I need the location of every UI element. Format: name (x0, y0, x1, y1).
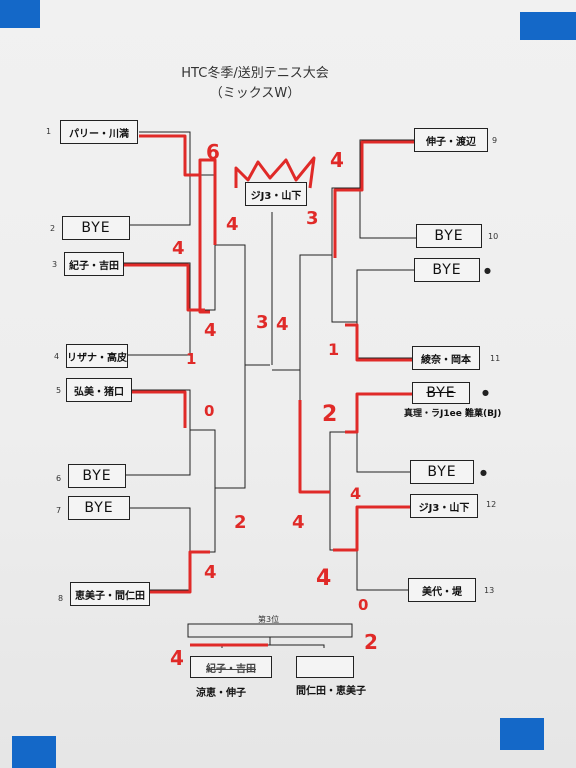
pen-r-5 (298, 400, 330, 494)
score-l-r1-a: 4 (172, 238, 185, 259)
third-place-right-written: 間仁田・恵美子 (296, 686, 366, 697)
seed-13: 13 (484, 586, 495, 595)
score-r-r1-a: 4 (330, 148, 344, 172)
third-place-right-box (296, 656, 354, 678)
team-box-15: ジJ3・山下 (410, 494, 478, 518)
dot-mark: ● (482, 388, 489, 397)
line-l-r1-a (130, 131, 191, 226)
seed-10: 10 (488, 232, 499, 241)
score-r-sf-b: 4 (292, 512, 305, 533)
score-l-r1-c: 4 (204, 562, 217, 583)
seed-5: 5 (56, 386, 62, 395)
line-r-r1-a (359, 139, 416, 239)
score-r-r1-d: 4 (350, 484, 362, 503)
score-r-sf-c: 4 (316, 566, 332, 591)
team-box-16: 美代・堤 (408, 578, 476, 602)
substitute-note: 真理・ラJ1ee 難菓(BJ) (404, 409, 502, 419)
team-box-5: 弘美・猪口 (66, 378, 132, 402)
line-l-r2-b (190, 429, 216, 553)
team-box-11: BYE (414, 258, 480, 282)
team-box-3: 紀子・吉田 (64, 252, 124, 276)
score-l-sf-a: 3 (256, 312, 269, 333)
score-l-final: 6 (206, 140, 220, 164)
score-r-r1-c: 2 (322, 402, 338, 427)
team-box-13: BYE (412, 382, 470, 404)
pen-l-2 (124, 263, 205, 312)
team-box-9: 伸子・渡辺 (414, 128, 488, 152)
pen-l-5 (198, 158, 217, 245)
third-place-right-score: 2 (364, 630, 378, 654)
team-box-6: BYE (68, 464, 126, 488)
seed-6: 6 (56, 474, 62, 483)
pen-r-4 (333, 505, 410, 552)
line-r-r1-d (356, 505, 410, 591)
score-l-r2-d: 4 (204, 320, 217, 341)
red-pen-lines (124, 134, 414, 647)
score-r-r1-e: 0 (358, 596, 369, 614)
third-place-left-box: 紀子・吉田 (190, 656, 272, 678)
tournament-title: HTC冬季/送別テニス大会 (181, 66, 329, 81)
line-l-sf (215, 244, 246, 489)
team-box-7: BYE (68, 496, 130, 520)
dot-mark: ● (480, 468, 487, 477)
pen-r-2 (345, 323, 412, 362)
score-l-r2-a: 4 (226, 214, 239, 235)
tape-top-right (520, 12, 576, 40)
line-l-r1-c (126, 389, 191, 476)
score-r-sf-a: 3 (306, 208, 319, 229)
team-box-4: リザナ・高皮 (66, 344, 128, 368)
pen-l-3 (132, 390, 187, 428)
score-l-sf-b: 4 (276, 314, 289, 335)
third-place-left-score: 4 (170, 646, 184, 670)
line-l-r1-b (124, 262, 191, 356)
seed-1: 1 (46, 127, 52, 136)
seed-7: 7 (56, 506, 62, 515)
score-l-r2-c: 2 (234, 512, 247, 533)
pen-l-4 (130, 550, 210, 594)
champion-box: ジJ3・山下 (245, 182, 307, 206)
printed-lines (124, 131, 416, 648)
seed-8: 8 (58, 594, 64, 603)
tape-top-left (0, 0, 40, 28)
seed-4: 4 (54, 352, 60, 361)
team-box-12: 綾奈・岡本 (412, 346, 480, 370)
dot-mark: ● (484, 266, 491, 275)
team-box-14: BYE (410, 460, 474, 484)
score-l-r1-b: 0 (204, 402, 215, 420)
team-box-8: 恵美子・間仁田 (70, 582, 150, 606)
tournament-subtitle: （ミックスW） (209, 86, 301, 101)
seed-3: 3 (52, 260, 58, 269)
pen-crown (234, 156, 316, 189)
team-box-1: パリー・川満 (60, 120, 138, 144)
team-box-2: BYE (62, 216, 130, 240)
third-place-label: 第3位 (258, 615, 280, 624)
score-l-r2-b: 1 (186, 350, 197, 368)
team-box-10: BYE (416, 224, 482, 248)
line-l-r1-d (126, 507, 191, 591)
third-place-bar (187, 623, 353, 638)
line-l-r2-a (190, 174, 216, 311)
seed-11: 11 (490, 354, 501, 363)
score-r-r1-b: 1 (328, 340, 340, 359)
pen-r-3 (345, 392, 412, 434)
tape-bottom-right (500, 718, 544, 750)
seed-2: 2 (50, 224, 56, 233)
pen-l-1 (139, 134, 210, 314)
line-r-r1-b (356, 269, 414, 359)
line-r-sf (299, 254, 332, 493)
third-place-left-written: 涼恵・伸子 (196, 688, 246, 699)
pen-r-1 (333, 140, 414, 258)
seed-9: 9 (492, 136, 498, 145)
tape-bottom-left (12, 736, 56, 768)
seed-12: 12 (486, 500, 497, 509)
